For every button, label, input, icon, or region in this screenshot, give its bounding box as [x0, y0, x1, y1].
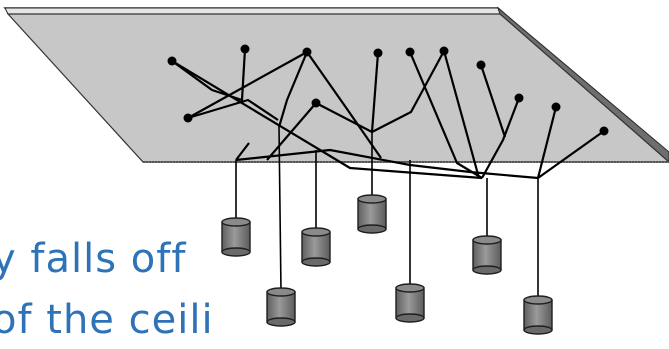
weights: [221, 194, 553, 335]
node: [405, 47, 415, 57]
weight-cylinder: [266, 287, 296, 327]
body-text-line-1: y falls off: [0, 236, 187, 282]
node: [183, 113, 193, 123]
weight-cylinder: [472, 235, 502, 275]
node: [439, 46, 449, 56]
network-nodes: [167, 44, 609, 136]
hanging-strings: [235, 126, 539, 300]
weight-cylinder: [395, 283, 425, 323]
node: [240, 44, 250, 54]
weight-cylinder: [221, 217, 251, 257]
node: [311, 98, 321, 108]
node: [302, 47, 312, 57]
body-text-line-2: of the ceili: [0, 297, 214, 343]
network-wires: [171, 48, 605, 180]
ceiling-plate: [3, 6, 669, 163]
weight-cylinder: [357, 194, 387, 234]
node: [476, 60, 486, 70]
weight-cylinder: [523, 295, 553, 335]
node: [167, 56, 177, 66]
node: [373, 48, 383, 58]
node: [599, 126, 609, 136]
node: [551, 102, 561, 112]
node: [514, 93, 524, 103]
weight-cylinder: [301, 227, 331, 267]
